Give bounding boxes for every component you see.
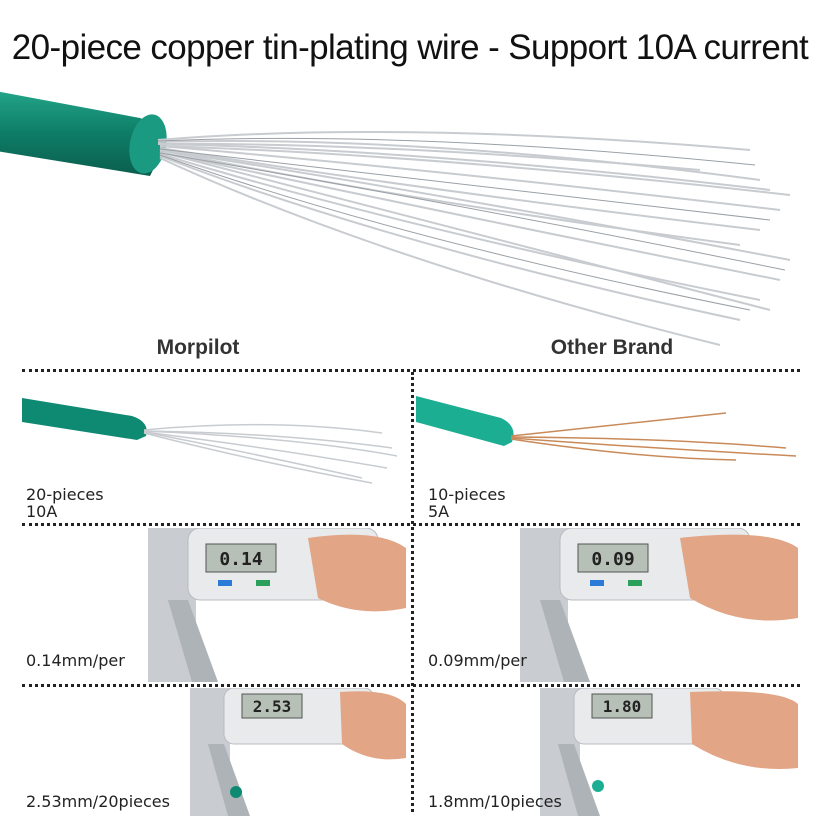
- grid-divider-top: [22, 369, 800, 372]
- morpilot-bundle-diameter-label: 2.53mm/20pieces: [26, 792, 170, 811]
- column-header-other-brand: Other Brand: [550, 336, 674, 359]
- other-brand-bundle-diameter-label: 1.8mm/10pieces: [428, 792, 562, 811]
- morpilot-caliper-bundle-image: 2.53: [190, 688, 406, 816]
- other-brand-strand-diameter-label: 0.09mm/per: [428, 651, 527, 670]
- other-brand-caliper-strand-image: 0.09: [520, 528, 798, 682]
- morpilot-strand-diameter-label: 0.14mm/per: [26, 651, 125, 670]
- other-brand-caliper-bundle-image: 1.80: [540, 688, 798, 816]
- other-brand-caliper-reading: 0.09: [591, 549, 634, 570]
- morpilot-caliper-reading: 0.14: [219, 549, 263, 570]
- page-title: 20-piece copper tin-plating wire - Suppo…: [11, 28, 809, 67]
- other-brand-bundle-caliper-reading: 1.80: [603, 697, 642, 716]
- hero-wire-image: [0, 91, 791, 346]
- grid-divider-vertical: [411, 372, 414, 812]
- morpilot-caliper-strand-image: 0.14: [148, 528, 406, 682]
- morpilot-bundle-caliper-reading: 2.53: [253, 697, 292, 716]
- other-brand-wire-image: [416, 396, 797, 461]
- column-header-morpilot: Morpilot: [156, 336, 240, 359]
- morpilot-wire-image: [22, 398, 398, 484]
